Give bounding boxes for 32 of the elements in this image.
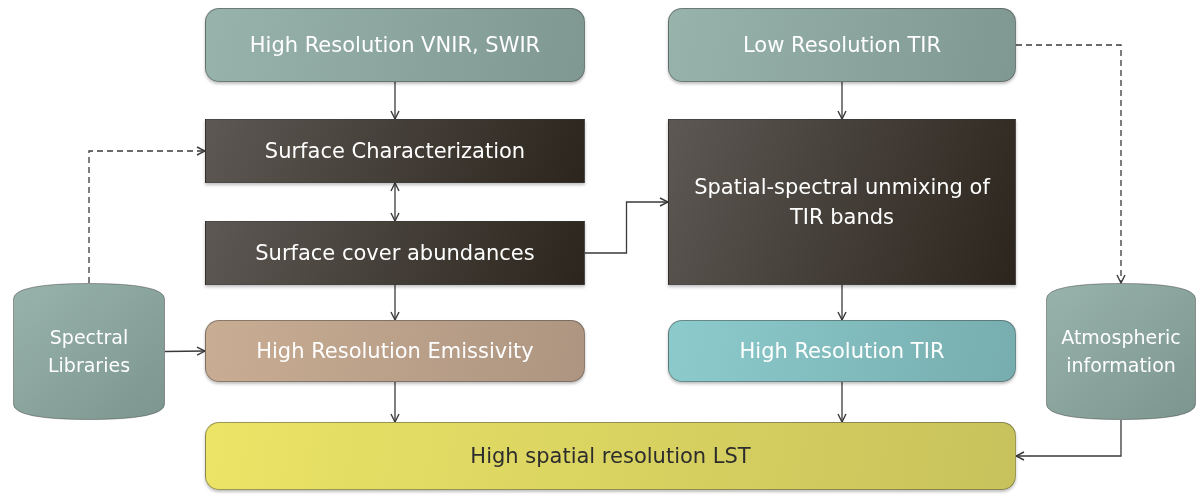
process-box — [205, 422, 1016, 490]
process-box — [668, 320, 1016, 382]
database-cylinder — [13, 283, 165, 420]
node-label: Spatial-spectral unmixing of TIR bands — [693, 173, 992, 231]
dashed-arrow — [88, 146, 206, 284]
arrow — [584, 197, 669, 254]
database-cylinder — [1046, 283, 1196, 420]
arrow — [390, 381, 400, 423]
node-label: High Resolution TIR — [739, 337, 945, 365]
arrow — [837, 81, 847, 120]
arrow — [837, 381, 847, 423]
arrow — [1015, 419, 1122, 461]
node-label: High spatial resolution LST — [470, 442, 751, 470]
process-box — [205, 320, 585, 382]
node-label: High Resolution VNIR, SWIR — [249, 31, 541, 59]
process-box — [668, 8, 1016, 82]
arrow — [390, 284, 400, 321]
node-label: Surface Characterization — [264, 137, 526, 165]
node-label: Spectral Libraries — [46, 324, 132, 378]
arrow — [164, 346, 206, 356]
arrow — [390, 81, 400, 120]
node-label: Surface cover abundances — [255, 239, 535, 267]
process-box — [205, 8, 585, 82]
dashed-arrow — [1015, 44, 1126, 284]
arrow — [837, 284, 847, 321]
node-label: Atmospheric information — [1060, 324, 1182, 378]
node-label: High Resolution Emissivity — [256, 337, 534, 365]
arrow — [390, 182, 400, 222]
process-box — [205, 221, 585, 285]
process-box — [205, 119, 585, 183]
node-label: Low Resolution TIR — [742, 31, 941, 59]
process-box — [668, 119, 1016, 285]
